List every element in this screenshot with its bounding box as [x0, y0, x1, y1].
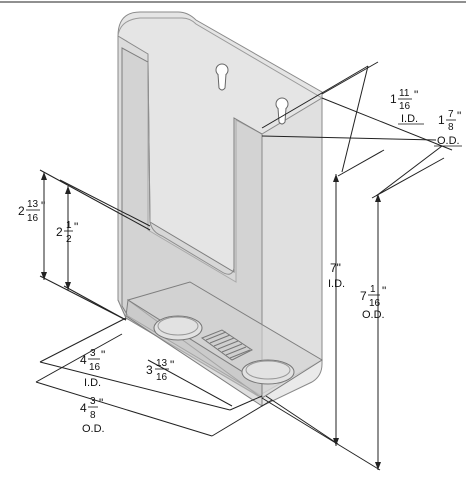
svg-text:16: 16 [156, 372, 168, 383]
keyhole-left [215, 63, 229, 91]
base-drain-left [153, 315, 203, 341]
svg-text:": " [74, 220, 78, 234]
label-inner-depth: 1 11 16 " I.D. [390, 88, 424, 125]
label-outer-depth: 1 7 8 " O.D. [434, 109, 462, 147]
svg-text:13: 13 [156, 358, 168, 369]
outer-width-dim-line [35, 381, 213, 437]
svg-text:2: 2 [66, 234, 72, 245]
inner-width-dim-line [39, 361, 231, 411]
outer-depth-dim-line [375, 145, 443, 197]
cutout-width-dim-line [147, 359, 233, 407]
top-rim [117, 17, 323, 99]
arrowheads [41, 172, 381, 470]
svg-text:16: 16 [27, 213, 39, 224]
dimension-lines [35, 61, 453, 471]
svg-text:": " [101, 348, 105, 362]
svg-text:O.D.: O.D. [82, 423, 105, 435]
label-inner-width: 4 3 16 " I.D. [80, 348, 105, 389]
svg-text:I.D.: I.D. [328, 278, 345, 290]
label-inner-height: 7" I.D. [328, 261, 345, 290]
svg-text:7": 7" [330, 261, 341, 275]
svg-text:1: 1 [66, 220, 72, 231]
label-outer-height: 7 1 16 " O.D. [360, 284, 386, 321]
svg-text:1: 1 [438, 113, 445, 127]
svg-text:8: 8 [448, 122, 454, 133]
svg-text:2: 2 [18, 204, 25, 218]
svg-text:": " [414, 88, 418, 102]
svg-text:": " [382, 284, 386, 298]
right-depth-face [261, 97, 323, 407]
svg-text:O.D.: O.D. [362, 309, 385, 321]
svg-text:16: 16 [369, 298, 381, 309]
svg-text:I.D.: I.D. [84, 377, 101, 389]
brochure-holder [117, 11, 323, 407]
svg-text:": " [41, 199, 45, 213]
svg-text:": " [457, 109, 461, 123]
cutout-left-edge [147, 61, 151, 223]
label-cutout-height: 2 13 16 " [18, 199, 45, 224]
svg-text:11: 11 [399, 88, 410, 99]
base-grate [200, 329, 253, 361]
cutout-bottom-edge [149, 221, 235, 275]
label-cutout-width: 3 13 16 " [146, 358, 174, 383]
svg-text:4: 4 [80, 401, 87, 415]
svg-text:16: 16 [399, 101, 411, 112]
svg-text:I.D.: I.D. [401, 113, 418, 125]
label-outer-width: 4 3 8 " O.D. [80, 396, 105, 435]
svg-text:8: 8 [90, 410, 96, 421]
svg-text:": " [170, 358, 174, 372]
svg-text:7: 7 [360, 289, 367, 303]
svg-text:3: 3 [146, 363, 153, 377]
svg-text:7: 7 [448, 109, 454, 120]
svg-text:3: 3 [90, 396, 96, 407]
svg-text:1: 1 [370, 284, 376, 295]
svg-text:": " [99, 396, 103, 410]
svg-text:1: 1 [390, 92, 397, 106]
svg-text:3: 3 [90, 348, 96, 359]
inner-depth-dim-line [341, 65, 369, 173]
svg-text:4: 4 [80, 353, 87, 367]
svg-text:O.D.: O.D. [437, 135, 460, 147]
svg-text:2: 2 [56, 225, 63, 239]
svg-text:13: 13 [27, 199, 39, 210]
base-drain-right [241, 359, 295, 385]
label-front-height: 2 1 2 " [56, 220, 78, 245]
svg-text:16: 16 [89, 362, 101, 373]
